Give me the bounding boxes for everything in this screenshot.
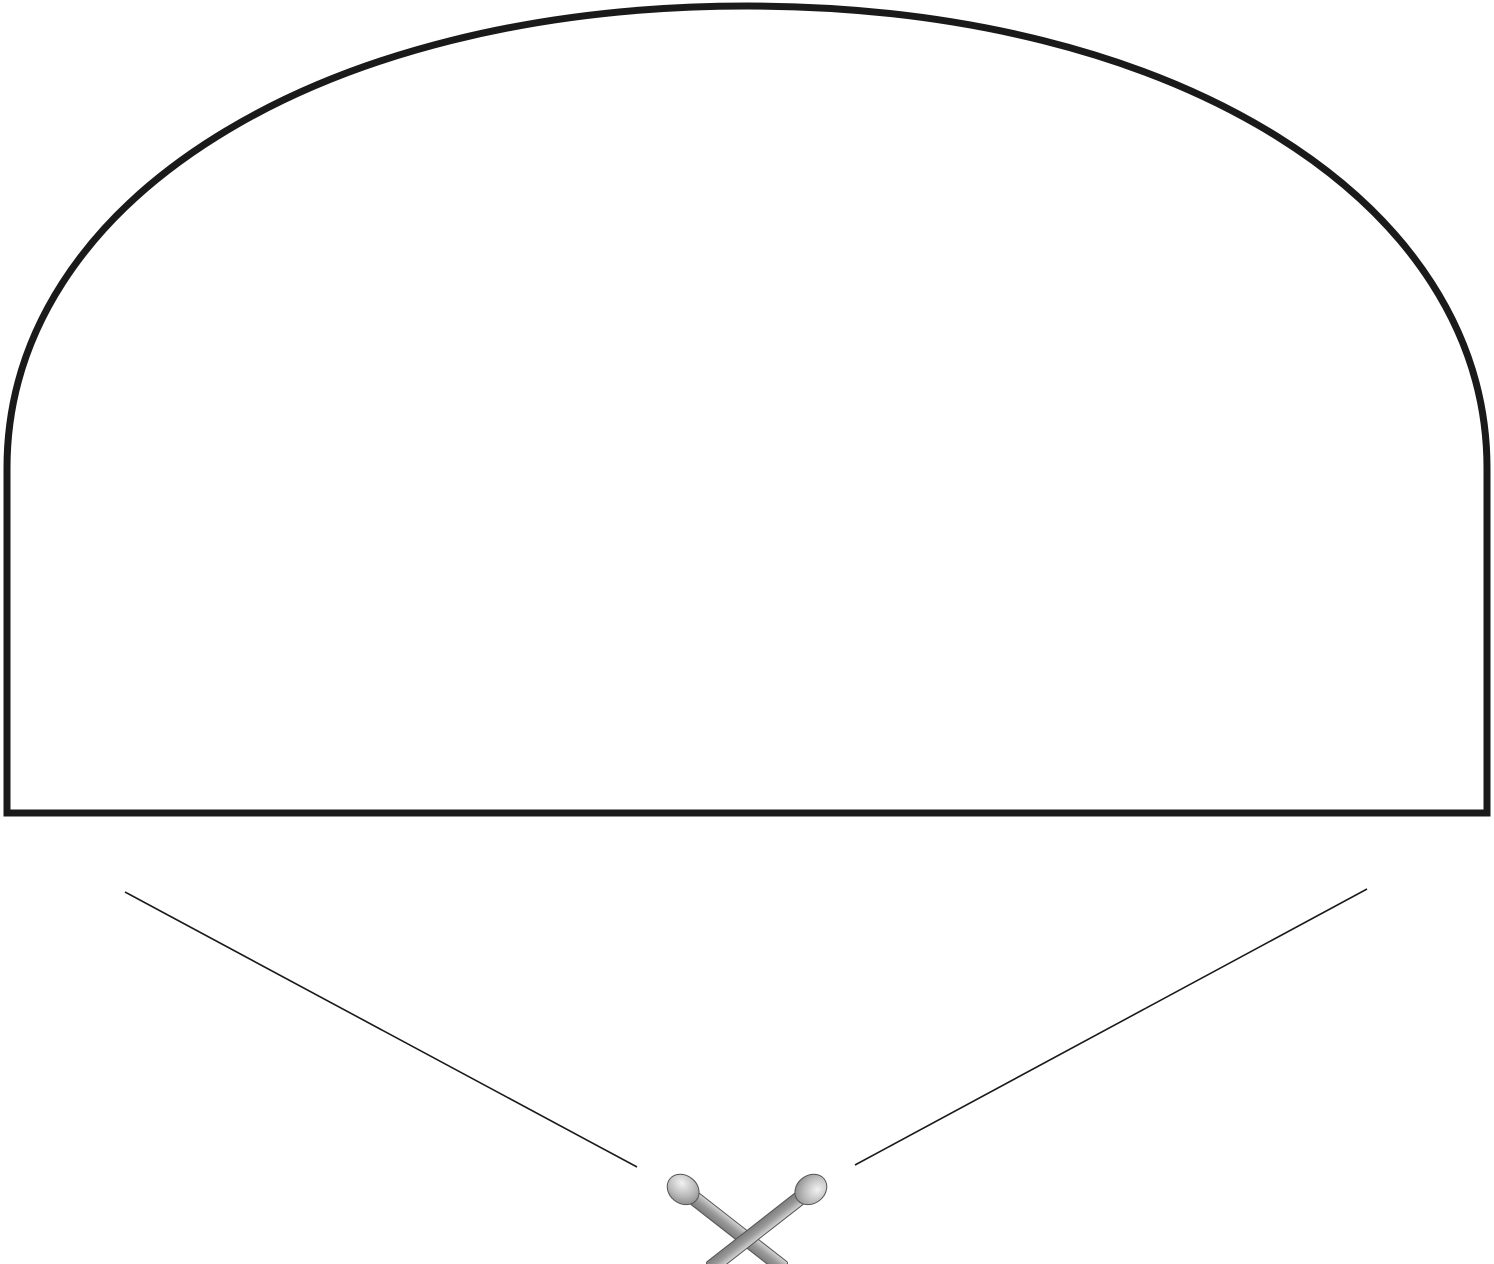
left-guide-line <box>124 891 638 1168</box>
arch-outline <box>3 2 1491 817</box>
match-head-right <box>794 1173 828 1206</box>
match-head-left <box>666 1173 700 1206</box>
right-guide-line <box>854 888 1368 1166</box>
match-stick-left <box>666 1173 789 1264</box>
match-stick-right <box>705 1173 828 1264</box>
crossed-matches-icon <box>666 1173 828 1264</box>
